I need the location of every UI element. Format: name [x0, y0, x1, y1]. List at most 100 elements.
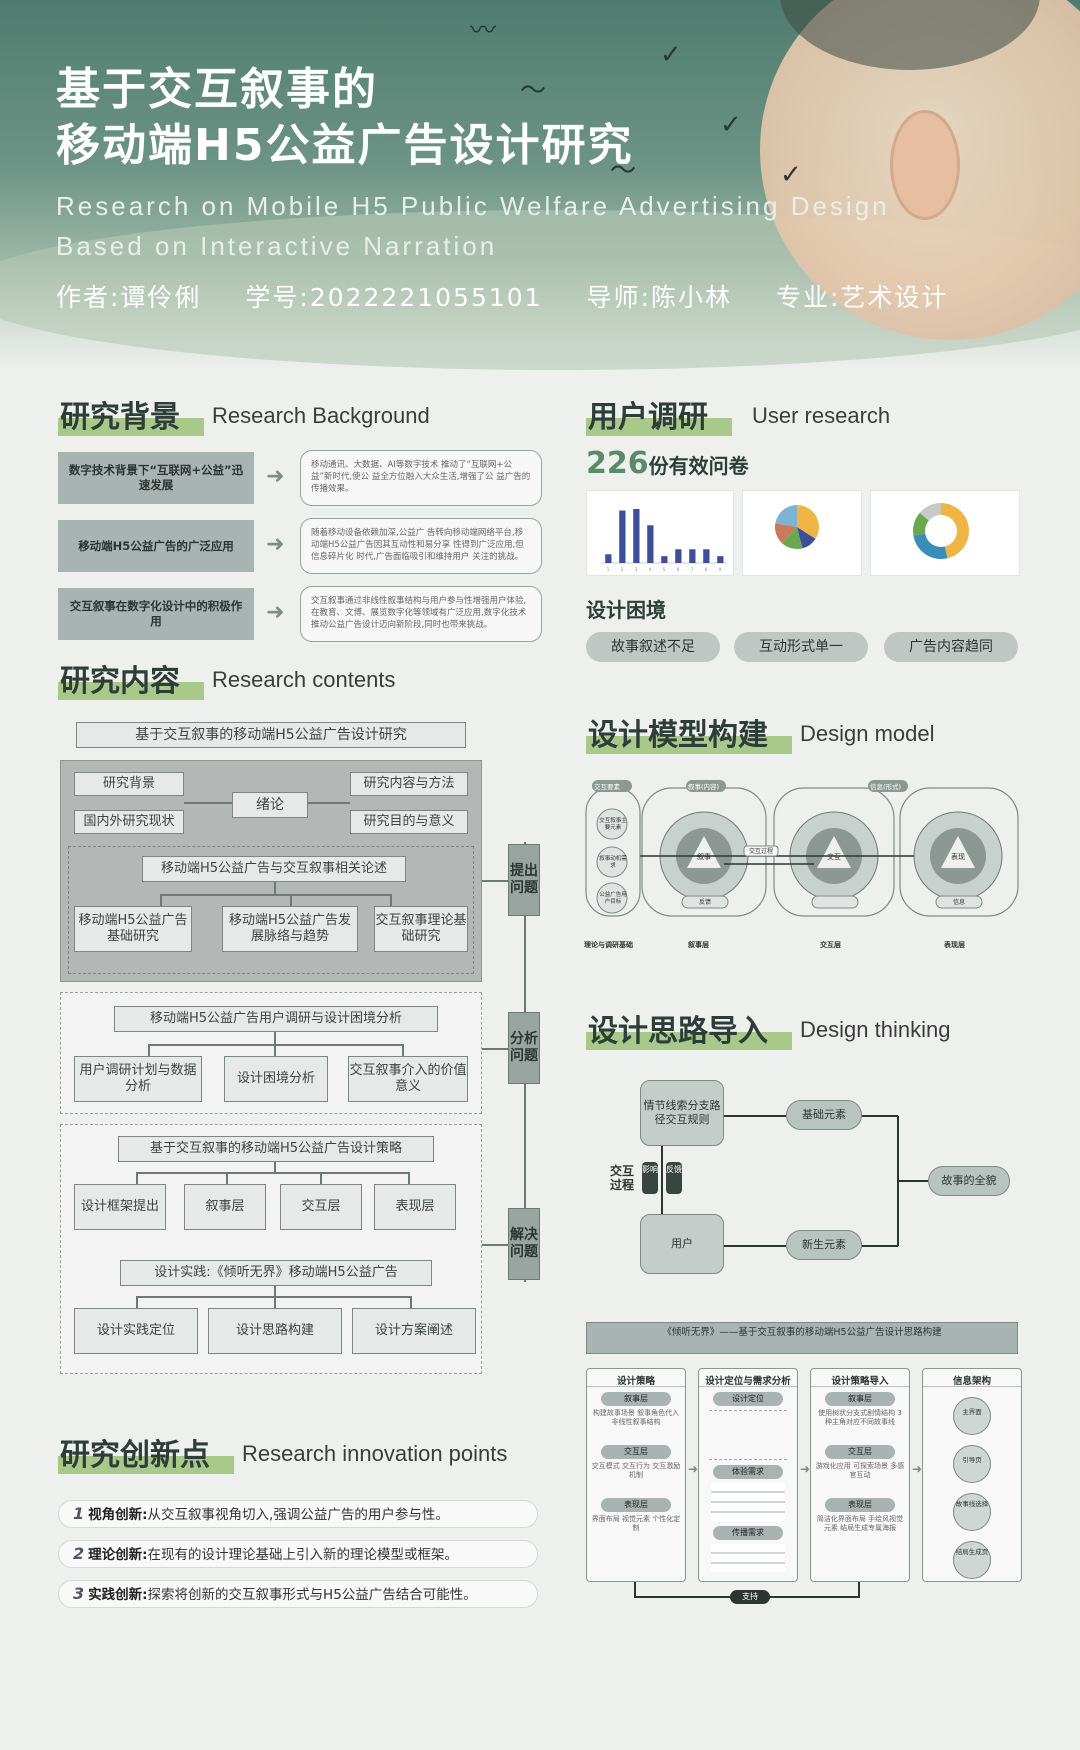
pie-chart-card: [742, 490, 862, 576]
flow-box: 国内外研究现状: [74, 810, 184, 834]
survey-count: 226份有效问卷: [586, 446, 749, 481]
dilemma-pill: 广告内容趋同: [884, 632, 1018, 662]
bird-icon: ✓: [660, 40, 682, 70]
item-number: 3: [73, 1584, 85, 1603]
ia-circle: 故事线选择: [953, 1493, 991, 1531]
model-bottom-label: 表现层: [944, 941, 965, 949]
ia-circle: 结局生成页: [953, 1541, 991, 1579]
column-tag: 叙事层: [825, 1392, 895, 1406]
heading-en: Design thinking: [800, 1017, 951, 1042]
framework-title: 《倾听无界》——基于交互叙事的移动端H5公益广告设计思路构建: [586, 1322, 1018, 1354]
ia-circle: 主界面: [953, 1397, 991, 1435]
background-desc: 随着移动设备依赖加深,公益广 告转向移动端网络平台,移动端H5公益广告因其互动性…: [300, 518, 542, 574]
connector: [160, 894, 390, 896]
tag-raise-problem: 提出问题: [508, 844, 540, 916]
connector: [482, 880, 508, 882]
subtitle-line-1: Research on Mobile H5 Public Welfare Adv…: [56, 191, 890, 221]
story-whole-oval: 故事的全貌: [928, 1166, 1010, 1196]
pie-chart: [775, 505, 819, 549]
bar: [661, 556, 668, 563]
flow-box: 研究背景: [74, 772, 184, 796]
model-flow-label: 交互过程: [748, 848, 773, 855]
pie-slice: [797, 527, 816, 549]
column-tag: 传播需求: [713, 1526, 783, 1540]
flow-box: 研究目的与意义: [350, 810, 468, 834]
model-bottom-label: 叙事层: [688, 941, 709, 949]
bar: [703, 549, 710, 563]
framework-column: 设计定位与需求分析 设计定位 体验需求 传播需求: [698, 1368, 798, 1582]
heading-cn: 设计思路导入: [586, 1006, 792, 1050]
bird-icon: 〜: [610, 156, 637, 186]
model-item: 公益广告用户目标: [599, 892, 627, 905]
item-text: 探索将创新的交互叙事形式与H5公益广告结合可能性。: [147, 1587, 477, 1603]
background-row: 移动端H5公益广告的广泛应用 ➜ 随着移动设备依赖加深,公益广 告转向移动端网络…: [58, 518, 542, 574]
bar-tick-label: 2: [621, 567, 624, 572]
flow-box: 移动端H5公益广告与交互叙事相关论述: [142, 856, 406, 882]
background-label: 交互叙事在数字化设计中的积极作用: [58, 588, 254, 640]
column-text: 游戏化应用 可探索场景 多感官互动: [815, 1462, 905, 1479]
bar-tick-label: 4: [649, 567, 652, 572]
connector: [136, 1172, 408, 1174]
connector: [290, 894, 292, 906]
model-flow-label: 信息: [952, 899, 965, 906]
bar: [689, 549, 696, 563]
flow-box: 设计方案阐述: [352, 1308, 476, 1354]
advisor: 导师:陈小林: [586, 283, 732, 312]
dilemma-pill: 故事叙述不足: [586, 632, 720, 662]
flow-box: 设计实践定位: [74, 1308, 198, 1354]
tag-solve-problem: 解决问题: [508, 1208, 540, 1280]
column-head: 设计策略: [587, 1369, 685, 1387]
model-flow-label: 反馈: [698, 899, 711, 906]
connector: [148, 1044, 150, 1056]
item-head: 理论创新:: [88, 1547, 148, 1563]
new-elements-oval: 新生元素: [786, 1230, 862, 1260]
column-tag: 表现层: [825, 1498, 895, 1512]
model-item: 叙事动机需求: [599, 856, 627, 869]
arrow-right-icon: ➜: [688, 1462, 699, 1476]
model-center-label: 表现: [951, 853, 965, 861]
flow-box: 设计困境分析: [224, 1056, 328, 1102]
bird-icon: ✓: [780, 160, 802, 190]
heading-en: Design model: [800, 721, 935, 746]
arrow-right-icon: ➜: [800, 1462, 811, 1476]
model-center-label: 交互: [827, 853, 841, 861]
connector: [390, 894, 392, 906]
bar-tick-label: 3: [635, 567, 638, 572]
column-text: 简洁化界面布局 手绘风视觉元素 结局生成专属海报: [816, 1515, 904, 1532]
column-head: 设计策略导入: [811, 1369, 909, 1387]
design-thinking-heading: 设计思路导入 Design thinking: [586, 1006, 950, 1050]
flow-box: 移动端H5公益广告基础研究: [74, 906, 192, 952]
connector: [482, 1048, 508, 1050]
flow-box: 交互层: [280, 1184, 362, 1230]
title-line-2: 移动端H5公益广告设计研究: [56, 120, 634, 171]
connector: [274, 1162, 276, 1172]
connector: [136, 1296, 410, 1298]
bar-tick-label: 6: [677, 567, 680, 572]
connector: [136, 1296, 138, 1308]
bar: [619, 510, 626, 563]
pie-slice: [781, 527, 803, 549]
subtitle-line-2: Based on Interactive Narration: [56, 231, 498, 261]
column-tag: 体验需求: [713, 1465, 783, 1479]
header-banner: 〰 ✓ 〜 ✓ 〜 ✓ 基于交互叙事的 移动端H5公益广告设计研究 Resear…: [0, 0, 1080, 370]
flow-box: 设计框架提出: [74, 1184, 166, 1230]
item-text: 从交互叙事视角切入,强调公益广告的用户参与性。: [147, 1507, 449, 1523]
bird-icon: 〜: [520, 76, 547, 106]
bar: [675, 549, 682, 563]
pie-slice: [775, 523, 797, 543]
bar: [647, 525, 654, 563]
heading-en: Research contents: [212, 667, 396, 692]
connector: [308, 802, 350, 804]
bird-icon: ✓: [720, 110, 742, 140]
item-head: 视角创新:: [88, 1507, 148, 1523]
column-head: 设计定位与需求分析: [699, 1369, 797, 1387]
design-thinking-diagram: 情节线索分支路径交互规则 用户 交互过程 影响 反馈 基础元素 新生元素 故事的…: [610, 1080, 1010, 1300]
bar-tick-label: 8: [705, 567, 708, 572]
page-title: 基于交互叙事的 移动端H5公益广告设计研究: [56, 62, 756, 174]
ia-circle: 引导页: [953, 1445, 991, 1483]
column-text: 界面布局 视觉元素 个性化定制: [591, 1515, 681, 1532]
connector: [274, 1296, 276, 1308]
dilemma-pill: 互动形式单一: [734, 632, 868, 662]
